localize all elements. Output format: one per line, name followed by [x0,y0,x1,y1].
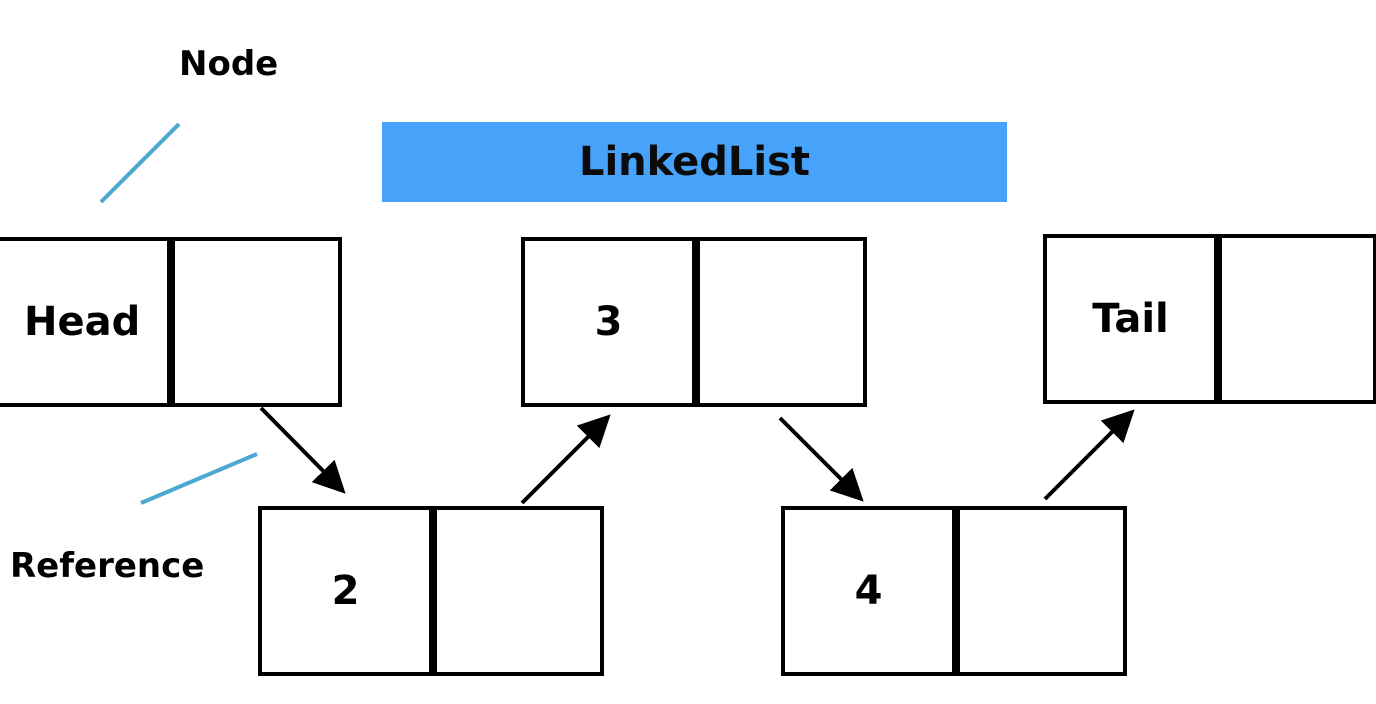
node-tail-reference [1217,234,1376,404]
node-4: 4 [781,506,1127,676]
node-2-data: 2 [258,506,433,676]
arrow-3-to-4 [778,416,864,502]
node-2: 2 [258,506,604,676]
node-2-reference [432,506,604,676]
reference-label: Reference [10,546,205,586]
node-head-data: Head [0,237,171,407]
arrow-head-to-2 [259,406,346,494]
node-head: Head [0,237,342,407]
node-tail-data: Tail [1043,234,1218,404]
node-4-data: 4 [781,506,956,676]
node-head-reference [170,237,342,407]
node-3: 3 [521,237,867,407]
node-4-reference [955,506,1127,676]
reference-callout-line [140,452,258,505]
node-tail: Tail [1043,234,1376,404]
node-callout-line [99,122,181,204]
node-label: Node [179,44,279,84]
node-3-data: 3 [521,237,696,407]
arrow-4-to-tail [1043,409,1135,501]
node-3-reference [695,237,867,407]
diagram-title: LinkedList [382,122,1007,202]
arrow-2-to-3 [520,414,611,505]
